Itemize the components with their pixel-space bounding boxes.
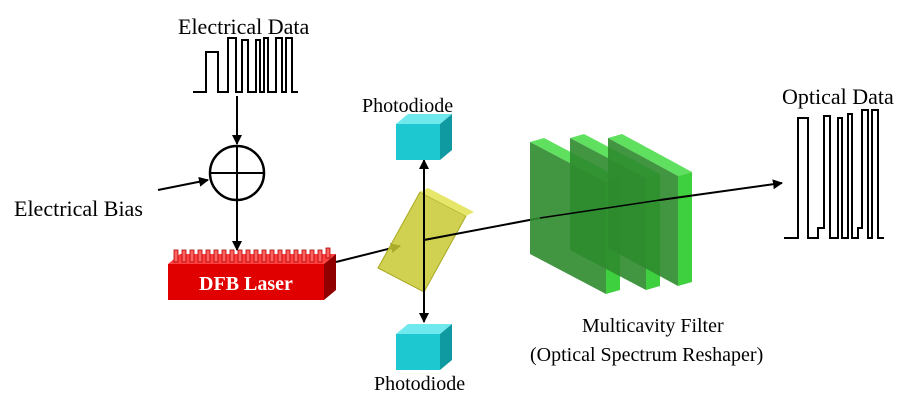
photodiode-top-label: Photodiode [362, 95, 453, 117]
electrical-data-waveform [193, 37, 298, 93]
output-beam [659, 179, 783, 201]
electrical-data-label: Electrical Data [178, 14, 310, 39]
filter-internal-beam [539, 199, 661, 219]
dfb-laser-label: DFB Laser [199, 273, 293, 295]
multicavity-filter [530, 134, 692, 294]
beam-splitter [377, 188, 474, 293]
optical-data-waveform [784, 109, 884, 239]
photodiode-bottom [396, 324, 452, 370]
beam-to-filter [423, 217, 541, 241]
dfb-laser: DFB Laser [168, 247, 336, 300]
bias-arrow [157, 176, 209, 191]
photodiode-top [396, 114, 452, 160]
summing-junction [208, 144, 266, 202]
filter-label-line2: (Optical Spectrum Reshaper) [530, 344, 763, 366]
optical-data-label: Optical Data [782, 84, 894, 109]
photodiode-bottom-label: Photodiode [374, 373, 465, 395]
filter-label-line1: Multicavity Filter [582, 315, 724, 337]
electrical-bias-label: Electrical Bias [14, 196, 143, 221]
